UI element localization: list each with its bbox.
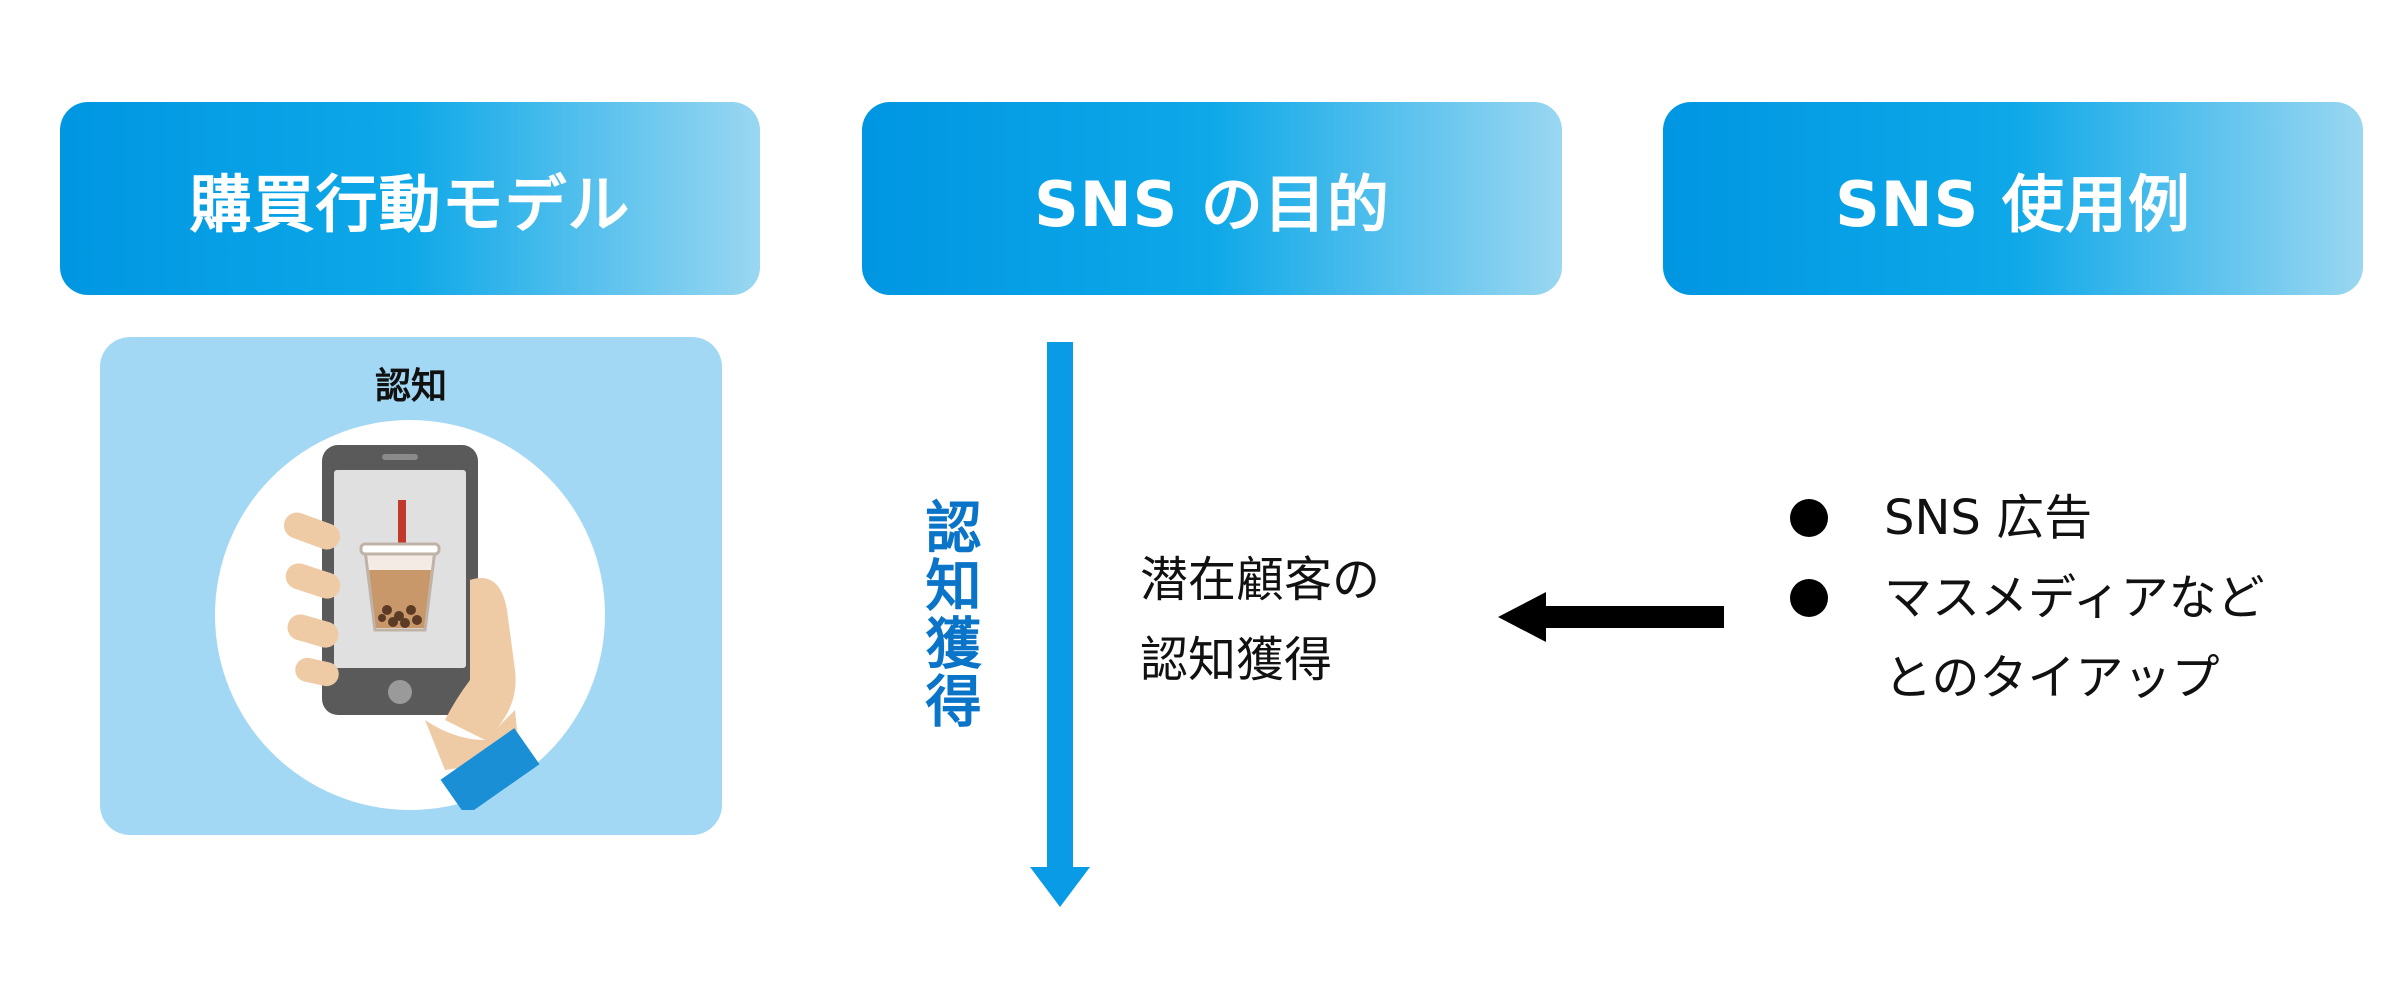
- list-item: マスメディアなど とのタイアップ: [1790, 558, 2265, 718]
- header-sns-examples-label: SNS 使用例: [1835, 167, 2191, 241]
- examples-to-purpose-arrow: [1498, 592, 1724, 642]
- purpose-description: 潜在顧客の 認知獲得: [1140, 540, 1380, 700]
- process-down-arrow: [1030, 342, 1090, 907]
- header-purchase-model-label: 購買行動モデル: [189, 167, 631, 241]
- awareness-stage-panel: 認知: [100, 337, 722, 835]
- bullet-icon: [1790, 499, 1828, 537]
- purpose-line-1: 潜在顧客の: [1140, 552, 1381, 608]
- purpose-vertical-label: 認知獲得: [916, 498, 981, 730]
- example-2-line-2: とのタイアップ: [1884, 650, 2220, 706]
- header-purchase-model: 購買行動モデル: [60, 102, 760, 295]
- list-item: SNS 広告: [1790, 478, 2265, 558]
- header-sns-examples: SNS 使用例: [1663, 102, 2363, 295]
- example-2-line-1: マスメディアなど: [1884, 570, 2265, 626]
- header-sns-purpose: SNS の目的: [862, 102, 1562, 295]
- stage-illustration-circle: [215, 420, 605, 810]
- stage-label: 認知: [374, 366, 447, 407]
- header-sns-purpose-label: SNS の目的: [1034, 167, 1390, 241]
- example-1-line-1: SNS 広告: [1884, 490, 2093, 546]
- examples-list: SNS 広告 マスメディアなど とのタイアップ: [1790, 478, 2265, 718]
- hand-holding-phone-with-bubble-tea-icon: [283, 445, 540, 810]
- bullet-icon: [1790, 579, 1828, 617]
- purpose-line-2: 認知獲得: [1140, 632, 1333, 688]
